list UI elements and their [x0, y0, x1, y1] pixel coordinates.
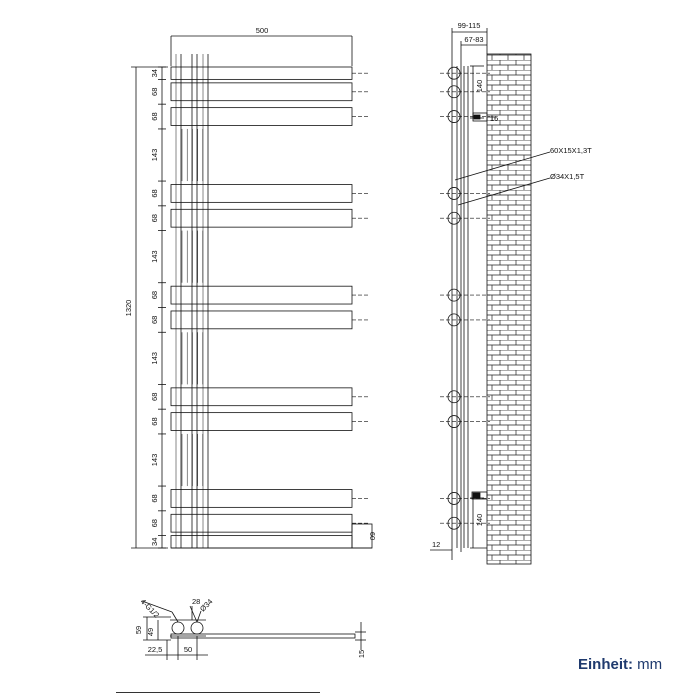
wall-bracket-bottom: [471, 491, 488, 500]
bottom-view: [141, 600, 366, 660]
connection-leader: [141, 600, 173, 613]
front-dimension-ticks: [158, 66, 166, 549]
front-view: [131, 35, 373, 549]
connection-label: 4-G1/2: [139, 597, 162, 620]
bar-dim-label-15: 34: [150, 538, 159, 546]
towel-bar: [170, 208, 353, 228]
bar-thickness-label: 15: [357, 650, 366, 658]
towel-bar: [170, 107, 353, 126]
rect-tube-leader: [454, 151, 551, 181]
bottom-bar: [170, 633, 356, 639]
bar-dim-label-9: 143: [150, 352, 159, 365]
centre-spacing-label: 50: [184, 645, 192, 654]
bar-dim-label-13: 68: [150, 494, 159, 502]
end-bar-label: 60: [368, 532, 377, 540]
bar-dim-label-4: 68: [150, 189, 159, 197]
towel-bar: [170, 184, 353, 203]
height-outer-label: 59: [134, 626, 143, 634]
brick-wall: [486, 53, 532, 565]
pipe-offset-label: 28: [192, 597, 200, 606]
top-offset-label: 140: [475, 80, 484, 93]
towel-bar: [170, 489, 353, 508]
round-tube-leader: [457, 177, 551, 206]
front-bars: [170, 66, 368, 549]
side-dimension-ticks: [470, 117, 484, 499]
width-label: 500: [256, 26, 269, 35]
bar-dim-label-5: 68: [150, 214, 159, 222]
bar-dim-label-0: 34: [150, 69, 159, 77]
bar-dim-label-10: 68: [150, 393, 159, 401]
bar-dim-label-3: 143: [150, 149, 159, 162]
footer-rule: [116, 692, 320, 693]
left-offset-label: 22,5: [148, 645, 163, 654]
towel-bar: [170, 387, 353, 407]
bar-dim-label-14: 68: [150, 519, 159, 527]
towel-bar-bottom: [170, 535, 353, 549]
height-inner-label: 49: [146, 628, 155, 636]
bar-dim-label-8: 68: [150, 316, 159, 324]
front-gap-ribs: [181, 128, 204, 487]
bar-dim-label-12: 143: [150, 454, 159, 467]
depth-outer-label: 99-115: [458, 21, 481, 30]
side-bar-profiles: [440, 66, 490, 530]
pipe-diameter-label: Ø34: [198, 597, 214, 613]
depth-inner-label: 67-83: [464, 35, 483, 44]
bottom-offset-label: 140: [475, 514, 484, 527]
towel-bar: [170, 513, 353, 533]
towel-bar: [170, 66, 353, 80]
towel-bar: [170, 412, 353, 431]
side-view: [430, 28, 551, 565]
bracket-label: 16: [490, 114, 498, 123]
unit-value: mm: [637, 656, 663, 673]
bar-dim-label-2: 68: [150, 112, 159, 120]
rect-tube-label: 60X15X1,3T: [550, 146, 592, 155]
towel-bar: [170, 82, 353, 102]
bar-dim-label-6: 143: [150, 250, 159, 263]
bar-dim-label-1: 68: [150, 88, 159, 96]
inlet-pipe-right: [190, 621, 204, 635]
round-tube-label: Ø34X1,5T: [550, 172, 585, 181]
bar-dimension-labels: 34 68 68 143 68 68 143 68 68 143 68 68 143 68 68 34: [150, 69, 159, 546]
bar-dim-label-11: 68: [150, 417, 159, 425]
height-label: 1320: [124, 300, 133, 317]
towel-bar: [170, 285, 353, 305]
unit-note: Einheit: mm: [578, 656, 662, 673]
bar-dim-label-7: 68: [150, 291, 159, 299]
bottom-gap-label: 12: [432, 540, 440, 549]
unit-prefix: Einheit:: [578, 656, 633, 673]
inlet-pipe-left: [171, 621, 185, 635]
towel-bar: [170, 310, 353, 330]
